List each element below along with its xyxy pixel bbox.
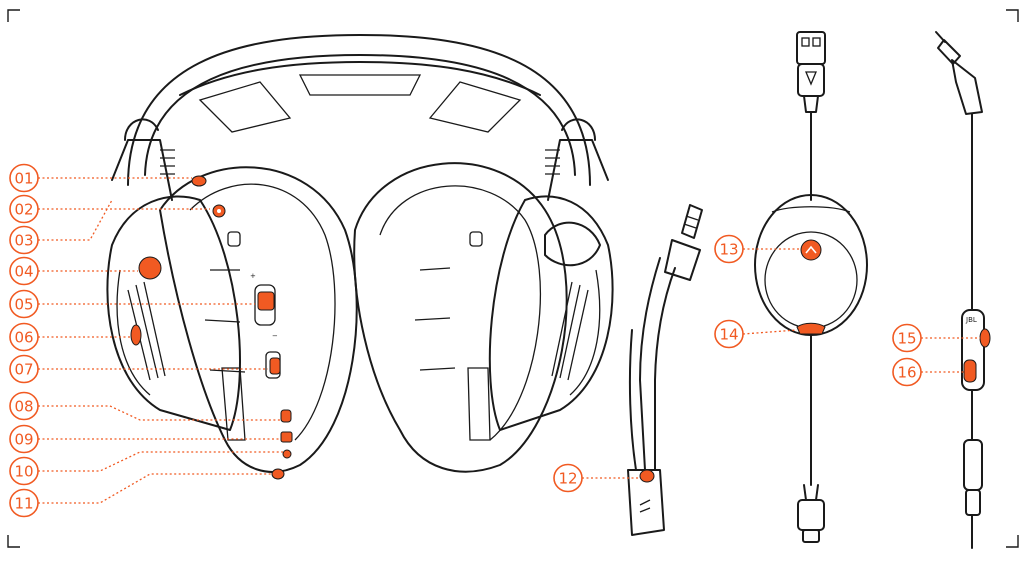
callout-circle xyxy=(892,357,922,387)
callout-15: 15 xyxy=(892,323,980,353)
callout-circle xyxy=(9,322,39,352)
callout-number: 10 xyxy=(14,463,33,481)
hotspot-15 xyxy=(979,328,991,348)
callout-12: 12 xyxy=(553,463,640,493)
callout-number: 12 xyxy=(558,470,577,488)
control-logo: JBL xyxy=(965,316,977,324)
hotspot-16 xyxy=(963,359,977,383)
callout-circle xyxy=(714,234,744,264)
callout-number: 11 xyxy=(14,495,33,513)
volume-minus-label: − xyxy=(272,332,278,340)
callout-number: 07 xyxy=(14,361,33,379)
hotspot-10 xyxy=(282,449,292,459)
callout-number: 03 xyxy=(14,232,33,250)
callout-layer: 01 02 03 04 05 06 07 08 09 10 11 12 13 14 15 16 xyxy=(9,163,980,518)
callout-number: 04 xyxy=(14,263,33,281)
hotspot-05 xyxy=(257,291,275,311)
hotspot-01 xyxy=(191,175,207,187)
callout-16: 16 xyxy=(892,357,964,387)
hotspot-12 xyxy=(639,469,655,483)
callout-circle xyxy=(9,424,39,454)
callout-circle xyxy=(9,289,39,319)
callout-number: 05 xyxy=(14,296,33,314)
callout-circle xyxy=(714,319,744,349)
callout-number: 06 xyxy=(14,329,33,347)
callout-02: 02 xyxy=(9,194,210,224)
callout-11: 11 xyxy=(9,473,272,518)
callout-number: 16 xyxy=(897,364,916,382)
callout-08: 08 xyxy=(9,391,280,421)
hotspot-11 xyxy=(271,468,285,480)
callout-circle xyxy=(9,163,39,193)
callout-13: 13 xyxy=(714,234,800,264)
callout-circle xyxy=(9,456,39,486)
hotspot-14 xyxy=(796,322,826,335)
callout-number: 01 xyxy=(14,170,33,188)
boom-microphone-illustration xyxy=(627,204,703,536)
callout-04: 04 xyxy=(9,256,138,286)
callout-leader-line xyxy=(38,405,280,421)
callout-circle xyxy=(9,354,39,384)
hotspot-06 xyxy=(130,324,142,346)
volume-plus-label: + xyxy=(250,272,256,280)
hotspot-07 xyxy=(269,357,281,375)
hotspot-13 xyxy=(800,239,822,261)
hotspot-09 xyxy=(280,431,293,443)
callout-leader-line xyxy=(742,329,798,335)
hotspot-08 xyxy=(280,409,292,423)
callout-number: 13 xyxy=(719,241,738,259)
callout-14: 14 xyxy=(714,319,798,349)
usb-cable-illustration xyxy=(754,31,868,543)
callout-circle xyxy=(9,391,39,421)
headset-illustration: + − xyxy=(106,34,614,473)
callout-circle xyxy=(553,463,583,493)
headset-hotspots xyxy=(130,175,293,480)
callout-number: 09 xyxy=(14,431,33,449)
callout-circle xyxy=(9,256,39,286)
callout-05: 05 xyxy=(9,289,255,319)
callout-circle xyxy=(9,225,39,255)
callout-number: 15 xyxy=(897,330,916,348)
callout-circle xyxy=(9,194,39,224)
callout-number: 02 xyxy=(14,201,33,219)
callout-number: 14 xyxy=(719,326,738,344)
callout-01: 01 xyxy=(9,163,192,193)
callout-leader-line xyxy=(38,199,113,241)
callout-03: 03 xyxy=(9,199,113,255)
callout-leader-line xyxy=(38,451,283,472)
callout-09: 09 xyxy=(9,424,280,454)
callout-leader-line xyxy=(38,473,272,504)
callout-06: 06 xyxy=(9,322,130,352)
analog-cable-illustration: JBL xyxy=(935,31,985,549)
crop-marks xyxy=(7,9,1019,548)
callout-number: 08 xyxy=(14,398,33,416)
callout-10: 10 xyxy=(9,451,283,486)
callout-07: 07 xyxy=(9,354,268,384)
callout-circle xyxy=(892,323,922,353)
hotspot-04 xyxy=(138,256,162,280)
callout-circle xyxy=(9,488,39,518)
